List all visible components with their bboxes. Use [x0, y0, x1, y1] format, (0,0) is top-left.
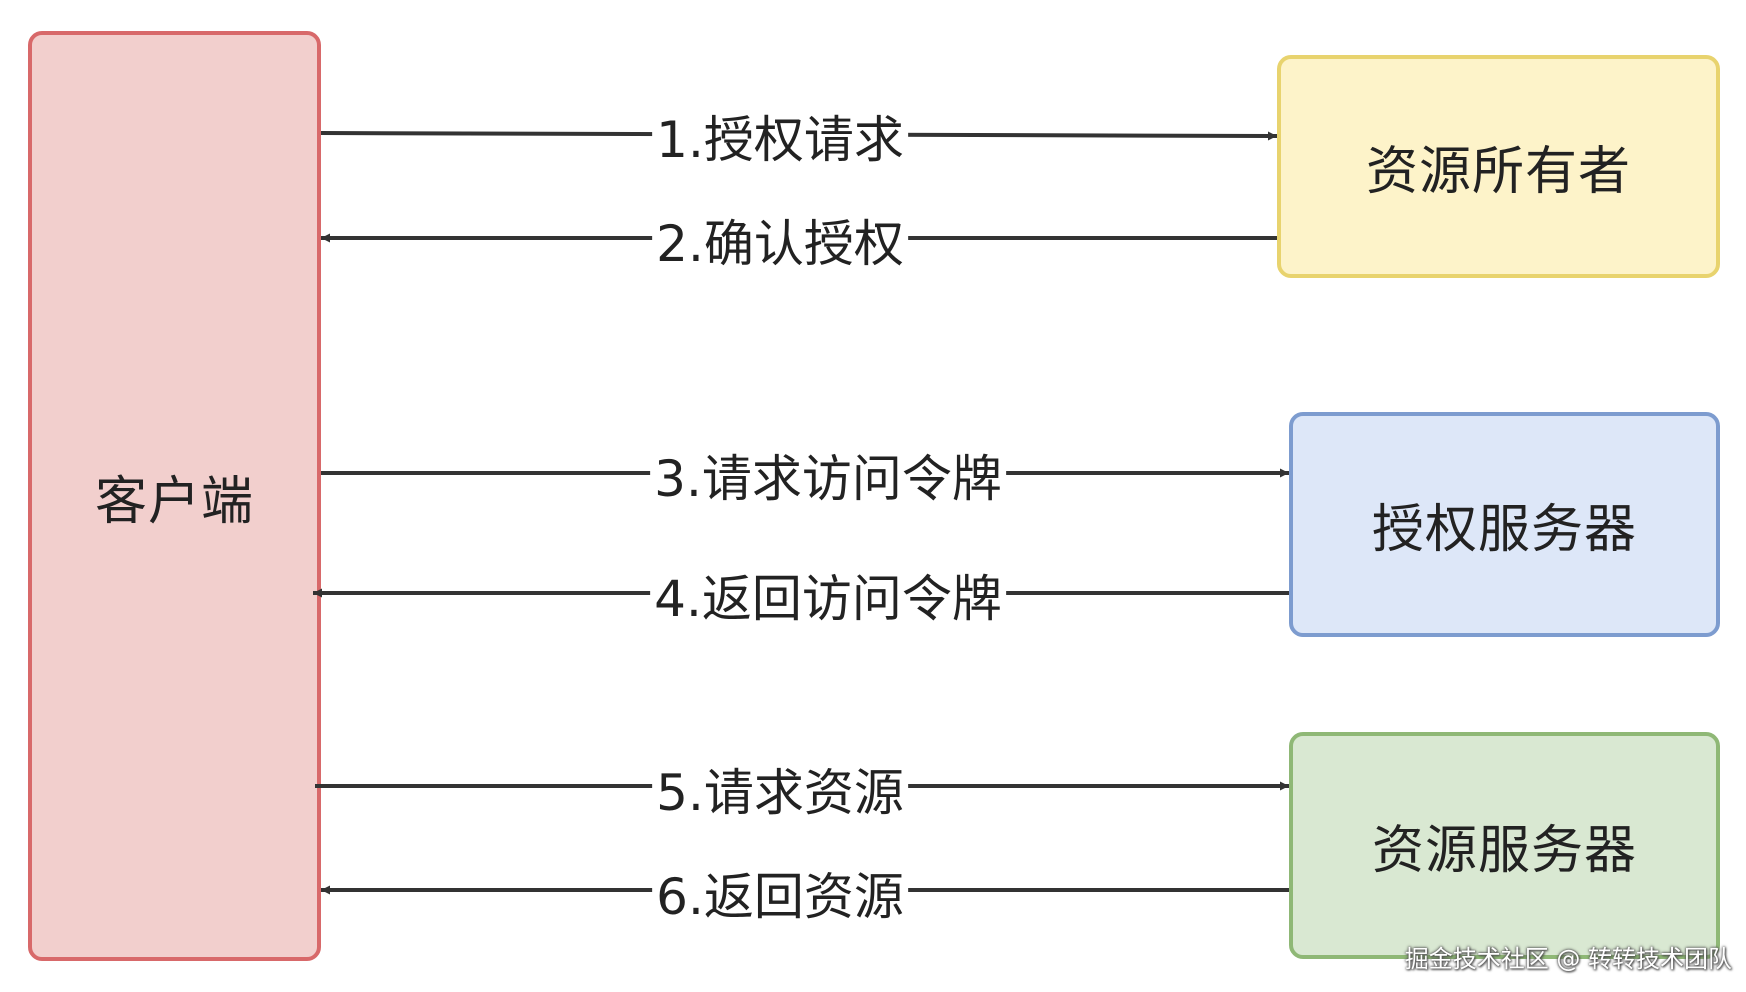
- edge-2-label: 2.确认授权: [652, 216, 908, 272]
- resource-owner-node[interactable]: 资源所有者: [1277, 55, 1720, 278]
- edge-5-label: 5.请求资源: [652, 765, 908, 821]
- resource-server-node[interactable]: 资源服务器: [1289, 732, 1720, 959]
- resource-owner-label: 资源所有者: [1365, 142, 1631, 202]
- edge-4-label: 4.返回访问令牌: [650, 571, 1006, 627]
- client-label: 客户端: [94, 471, 254, 532]
- edge-1-label: 1.授权请求: [652, 112, 908, 168]
- edge-6-label: 6.返回资源: [652, 869, 908, 925]
- client-node[interactable]: 客户端: [28, 31, 321, 961]
- resource-server-label: 资源服务器: [1371, 821, 1637, 881]
- watermark: 掘金技术社区 @ 转转技术团队: [1404, 945, 1732, 973]
- authorization-server-label: 授权服务器: [1371, 500, 1637, 560]
- authorization-server-node[interactable]: 授权服务器: [1289, 412, 1720, 637]
- edge-3-label: 3.请求访问令牌: [650, 451, 1006, 507]
